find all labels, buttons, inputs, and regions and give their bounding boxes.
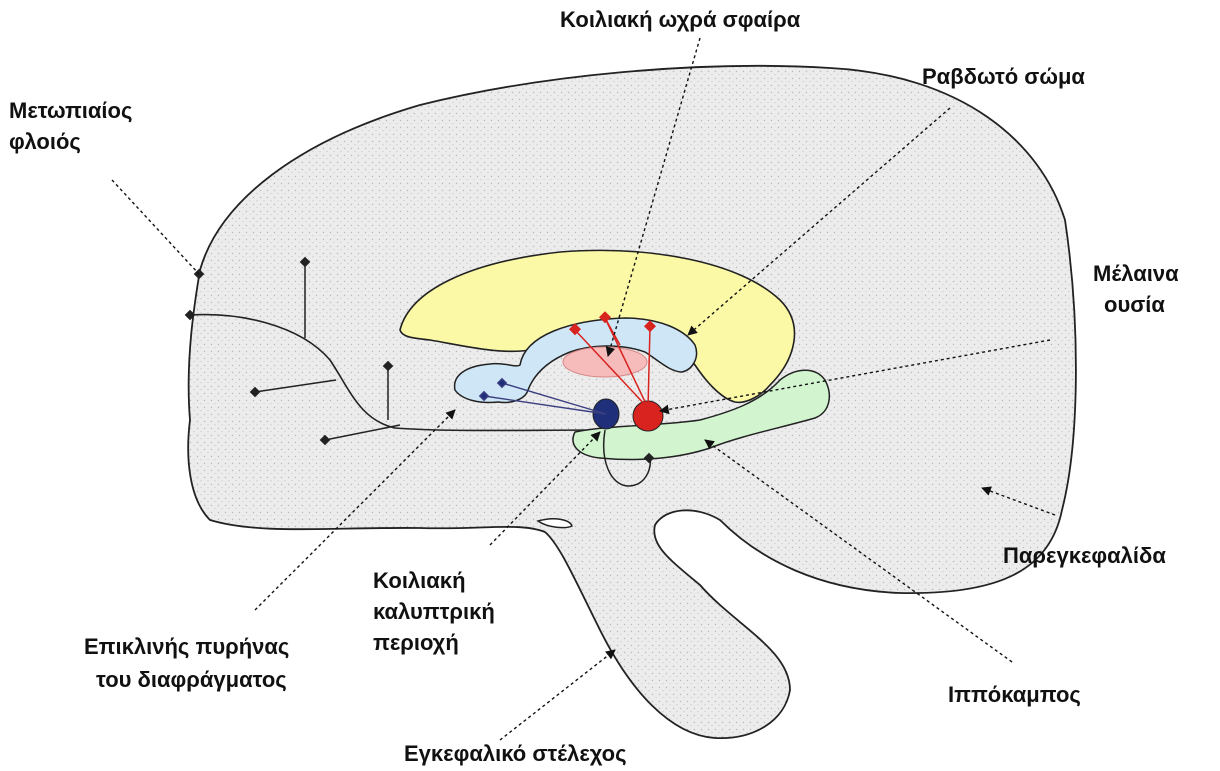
label-ventral-pallidum: Κοιλιακή ωχρά σφαίρα <box>560 4 800 35</box>
label-hippocampus: Ιππόκαμπος <box>948 679 1081 710</box>
label-vta-line2: καλυπτρική <box>373 596 495 627</box>
label-vta-line1: Κοιλιακή <box>373 565 466 596</box>
cerebrum-outline <box>188 66 1076 738</box>
label-septal-nucleus-line1: Επικλινής πυρήνας <box>84 631 289 662</box>
label-septal-nucleus-line2: του διαφράγματος <box>96 664 287 695</box>
label-vta-line3: περιοχή <box>373 627 459 658</box>
label-frontal-cortex-line1: Μετωπιαίος <box>9 95 132 126</box>
label-frontal-cortex-line2: φλοιός <box>9 126 81 157</box>
label-substantia-nigra-line2: ουσία <box>1104 289 1165 320</box>
label-striatum: Ραβδωτό σώμα <box>922 61 1085 92</box>
label-cerebellum: Παρεγκεφαλίδα <box>1003 540 1166 571</box>
label-brainstem: Εγκεφαλικό στέλεχος <box>404 738 627 769</box>
label-substantia-nigra-line1: Μέλαινα <box>1093 258 1179 289</box>
